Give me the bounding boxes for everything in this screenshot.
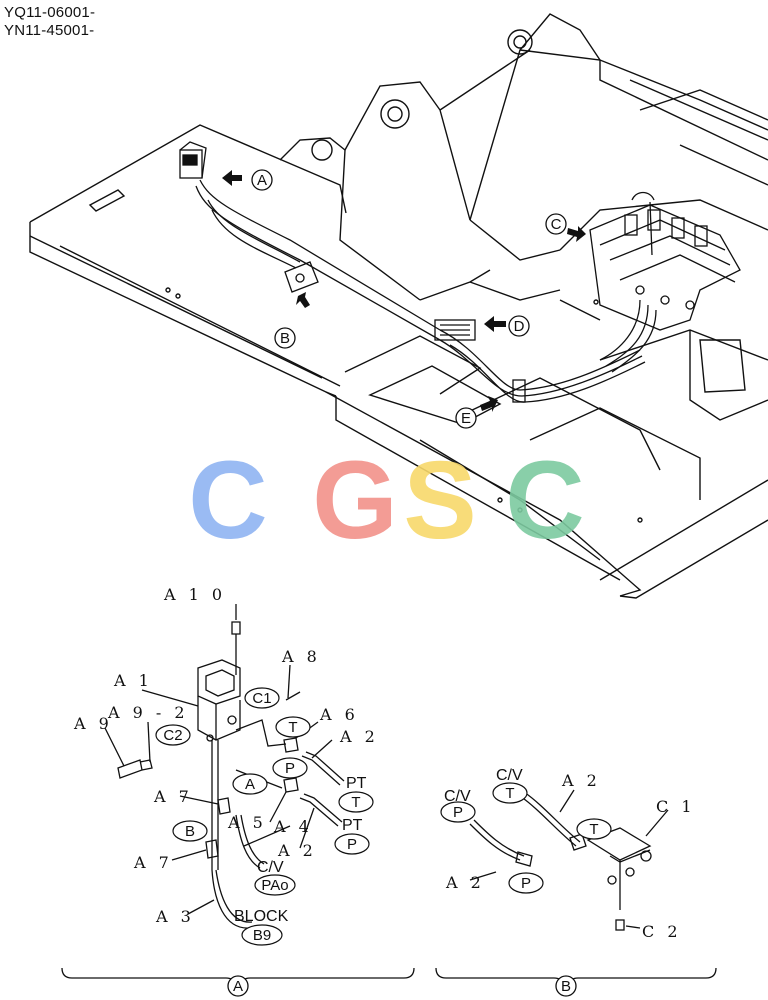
serial-number-1: YQ11-06001- bbox=[4, 4, 96, 21]
svg-text:PT: PT bbox=[346, 775, 367, 792]
part-b-a2-top: A 2 bbox=[561, 771, 601, 790]
svg-text:E: E bbox=[461, 410, 471, 427]
port-block-b9: BLOCK B9 bbox=[234, 908, 289, 946]
part-a2-bot: A 2 bbox=[277, 841, 317, 860]
port-b-p: P bbox=[508, 872, 544, 894]
port-c1: C1 bbox=[244, 687, 280, 709]
part-b-c2: C 2 bbox=[642, 922, 682, 941]
port-cv-pao: C/V PAo bbox=[254, 859, 296, 896]
detail-a-labels: A 1 0 A 8 A 1 A 9 - 2 A 9 A 6 A 2 A 7 A … bbox=[73, 585, 379, 926]
svg-text:C/V: C/V bbox=[257, 859, 284, 876]
port-b-cv-p: C/V P bbox=[440, 788, 476, 823]
part-a4: A 4 bbox=[273, 817, 313, 836]
machine-frame-drawing bbox=[29, 13, 768, 599]
arrow-d bbox=[484, 316, 506, 332]
detail-a-drawing bbox=[104, 604, 345, 929]
part-a5: A 5 bbox=[227, 813, 267, 832]
svg-text:P: P bbox=[453, 804, 463, 821]
svg-text:B: B bbox=[280, 330, 290, 347]
detail-a-ports: C1 C2 T P A B PT T PT P bbox=[155, 687, 374, 946]
svg-text:C/V: C/V bbox=[444, 788, 471, 805]
arrow-b bbox=[296, 292, 310, 308]
svg-text:A: A bbox=[245, 776, 255, 793]
arrow-a bbox=[222, 170, 242, 186]
watermark: C G S C bbox=[188, 439, 584, 562]
part-a10: A 1 0 bbox=[163, 585, 226, 604]
svg-text:T: T bbox=[589, 821, 598, 838]
detail-b-labels: A 2 C 1 A 2 C 2 bbox=[445, 771, 696, 941]
part-a9-2: A 9 - 2 bbox=[107, 703, 189, 722]
svg-text:D: D bbox=[514, 318, 525, 335]
part-a9: A 9 bbox=[73, 714, 113, 733]
arrow-c bbox=[567, 226, 586, 242]
detail-b-ports: C/V P C/V T T P bbox=[440, 767, 612, 894]
svg-text:P: P bbox=[285, 760, 295, 777]
part-a2-top: A 2 bbox=[339, 727, 379, 746]
watermark-letter-2: G bbox=[312, 439, 398, 562]
port-pt-t: PT T bbox=[338, 775, 374, 813]
svg-text:C: C bbox=[551, 216, 562, 233]
port-t: T bbox=[275, 716, 311, 738]
svg-text:A: A bbox=[233, 978, 243, 995]
svg-text:C/V: C/V bbox=[496, 767, 523, 784]
part-a7-top: A 7 bbox=[153, 787, 193, 806]
svg-text:P: P bbox=[521, 875, 531, 892]
arrow-e bbox=[480, 396, 498, 412]
callout-e: E bbox=[455, 407, 477, 429]
svg-text:BLOCK: BLOCK bbox=[234, 908, 289, 925]
svg-text:T: T bbox=[288, 719, 297, 736]
port-b-cv-t: C/V T bbox=[492, 767, 528, 804]
svg-text:B: B bbox=[185, 823, 195, 840]
svg-text:B: B bbox=[561, 978, 571, 995]
port-pt-p: PT P bbox=[334, 817, 370, 855]
port-b-t: T bbox=[576, 818, 612, 840]
section-bracket-a: A bbox=[61, 967, 415, 997]
svg-text:C1: C1 bbox=[252, 690, 271, 707]
callout-a: A bbox=[251, 169, 273, 191]
svg-text:PT: PT bbox=[342, 817, 363, 834]
part-a6: A 6 bbox=[319, 705, 359, 724]
callout-c: C bbox=[545, 213, 567, 235]
svg-text:P: P bbox=[347, 836, 357, 853]
control-valve-drawing bbox=[589, 191, 741, 331]
svg-text:A: A bbox=[257, 172, 267, 189]
part-a3: A 3 bbox=[155, 907, 195, 926]
svg-text:T: T bbox=[505, 785, 514, 802]
svg-text:B9: B9 bbox=[253, 927, 271, 944]
part-b-a2-bot: A 2 bbox=[445, 873, 485, 892]
part-a7-bot: A 7 bbox=[133, 853, 173, 872]
callout-d: D bbox=[508, 315, 530, 337]
part-b-c1: C 1 bbox=[656, 797, 696, 816]
section-bracket-b: B bbox=[435, 967, 717, 997]
part-a1: A 1 bbox=[113, 671, 153, 690]
watermark-letter-3: S bbox=[403, 439, 476, 562]
port-c2: C2 bbox=[155, 724, 191, 746]
callout-arrows bbox=[222, 170, 586, 412]
serial-number-2: YN11-45001- bbox=[4, 22, 95, 39]
detail-b-drawing bbox=[469, 789, 669, 931]
part-a8: A 8 bbox=[281, 647, 321, 666]
port-p: P bbox=[272, 757, 308, 779]
watermark-letter-4: C bbox=[505, 439, 584, 562]
watermark-letter-1: C bbox=[188, 439, 267, 562]
svg-text:T: T bbox=[351, 794, 360, 811]
svg-text:PAo: PAo bbox=[261, 877, 288, 894]
svg-text:C2: C2 bbox=[163, 727, 182, 744]
callout-b: B bbox=[274, 327, 296, 349]
port-a: A bbox=[232, 773, 268, 795]
port-b: B bbox=[172, 820, 208, 842]
hose-bundle-drawing bbox=[179, 141, 657, 403]
